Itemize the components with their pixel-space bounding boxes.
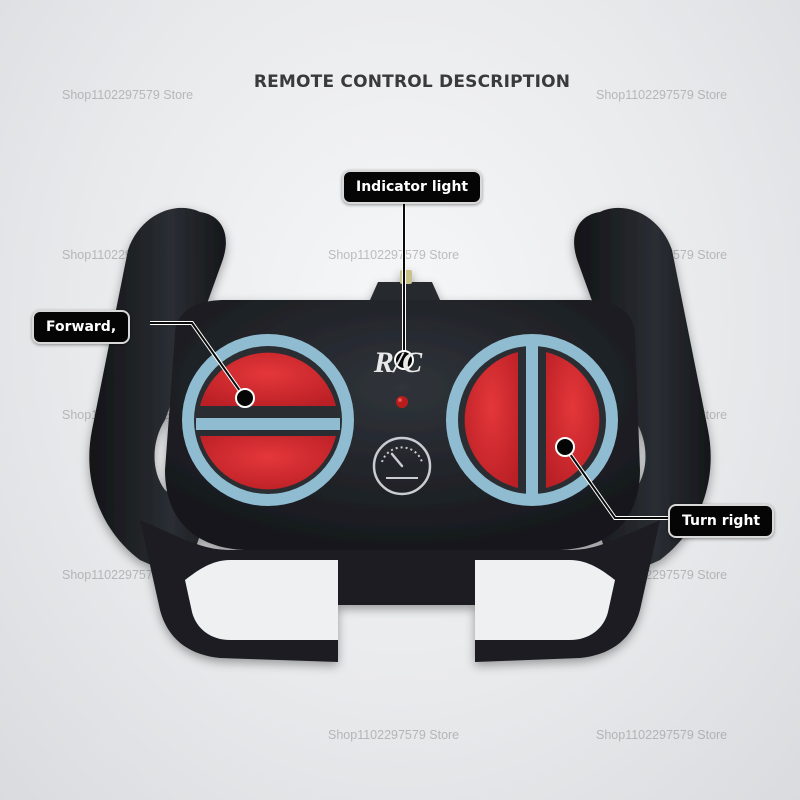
watermark: Shop1102297579 Store xyxy=(328,248,460,262)
forward-callout: Forward, xyxy=(32,310,131,344)
forward-leader-line xyxy=(150,322,246,399)
watermark: Shop1102297579 Store xyxy=(62,88,194,102)
turn-left-button xyxy=(464,352,518,488)
indicator-light-callout: Indicator light xyxy=(342,170,483,204)
backward-button xyxy=(200,436,336,490)
watermark: Shop1102297579 Store xyxy=(596,88,728,102)
watermark: Shop1102297579 Store xyxy=(596,728,728,742)
turn-right-leader-line xyxy=(564,446,670,519)
right-button-cluster xyxy=(446,334,618,506)
right-handle xyxy=(574,207,711,580)
indicator-light xyxy=(396,396,408,408)
left-button-cluster xyxy=(182,334,354,506)
turn-right-callout: Turn right xyxy=(668,504,775,538)
speedometer-icon xyxy=(372,436,432,496)
left-handle xyxy=(89,207,226,580)
watermark: Shop1102297579 Store xyxy=(328,728,460,742)
forward-button xyxy=(200,352,336,406)
brand-logo: R/C xyxy=(373,346,423,379)
page-title: REMOTE CONTROL DESCRIPTION xyxy=(253,72,571,92)
